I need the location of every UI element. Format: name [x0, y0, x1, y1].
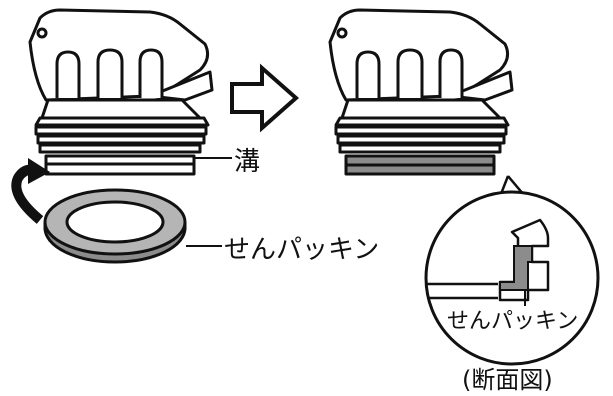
cap-neck-left: [40, 98, 202, 120]
arch-window-right-2: [396, 48, 424, 98]
arch-window-right-3: [438, 48, 464, 98]
thread-right-4: [338, 143, 502, 154]
section-packing: [499, 245, 533, 291]
thread-left-1: [34, 116, 210, 127]
arch-window-left-3: [138, 48, 164, 98]
section-caption: (断面図): [462, 366, 553, 394]
curved-arrow: [11, 158, 50, 224]
bottom-rim-right: [344, 163, 496, 176]
thread-left-3: [36, 134, 206, 145]
packing-detail-label: せんパッキン: [447, 309, 578, 334]
packing-ring: [43, 188, 187, 264]
cap-neck-right: [340, 98, 502, 120]
thread-right-3: [336, 134, 506, 145]
thread-right-1: [334, 116, 510, 127]
thread-right-2: [334, 125, 508, 136]
cap-right: [328, 8, 514, 176]
arch-window-left-1: [55, 50, 81, 98]
groove-label: 溝: [234, 147, 260, 177]
thread-left-4: [38, 143, 202, 154]
packing-label: せんパッキン: [224, 235, 379, 265]
thread-left-2: [34, 125, 208, 136]
arch-window-left-2: [96, 48, 124, 98]
right-arrow: [230, 63, 300, 133]
section-detail: せんパッキン: [424, 190, 600, 366]
arch-window-right-1: [355, 50, 381, 98]
bottom-rim-left: [44, 162, 196, 176]
hinge-dot-right: [336, 27, 348, 39]
cap-left: [28, 8, 214, 176]
hinge-dot-left: [36, 27, 48, 39]
